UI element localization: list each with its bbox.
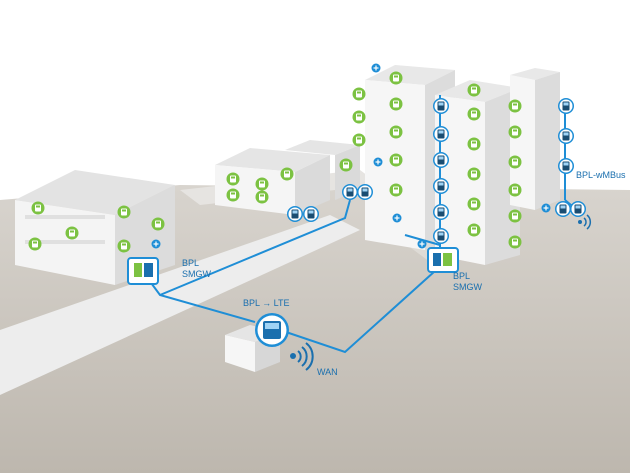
wireless-signal-icon-right [578, 214, 592, 230]
plus-icon [151, 239, 161, 249]
sensor-icon [151, 217, 165, 231]
label-bpl-left: BPL [182, 258, 199, 268]
sensor-icon [467, 197, 481, 211]
sensor-icon [352, 133, 366, 147]
meter-icon [558, 128, 574, 144]
meter-icon [433, 204, 449, 220]
sensor-icon [339, 158, 353, 172]
sensor-icon [280, 167, 294, 181]
sensor-icon [28, 237, 42, 251]
sensor-icon [508, 155, 522, 169]
meter-icon [570, 201, 586, 217]
sensor-icon [467, 167, 481, 181]
sensor-icon [31, 201, 45, 215]
meter-icon [433, 152, 449, 168]
plus-icon [392, 213, 402, 223]
sensor-icon [467, 223, 481, 237]
sensor-icon [467, 83, 481, 97]
meter-icon [555, 201, 571, 217]
sensor-icon [508, 235, 522, 249]
meter-icon [558, 158, 574, 174]
sensor-icon [255, 177, 269, 191]
sensor-icon [467, 107, 481, 121]
lte-gateway [225, 313, 289, 372]
label-bpl-wmbus: BPL-wMBus [576, 170, 626, 180]
sensor-icon [508, 209, 522, 223]
sensor-icon [467, 137, 481, 151]
sensor-icon [389, 153, 403, 167]
sensor-icon [226, 172, 240, 186]
label-bpl-lte: BPL → LTE [243, 298, 290, 308]
sensor-icon [508, 99, 522, 113]
meter-icon [342, 184, 358, 200]
label-bpl-right: BPL [453, 271, 470, 281]
label-wan: WAN [317, 367, 338, 377]
meter-icon [433, 98, 449, 114]
sensor-icon [255, 190, 269, 204]
label-smgw-left: SMGW [182, 269, 212, 279]
plus-icon [417, 239, 427, 249]
sensor-icon [508, 183, 522, 197]
sensor-icon [389, 125, 403, 139]
plus-icon [371, 63, 381, 73]
meter-icon [287, 206, 303, 222]
label-smgw-right: SMGW [453, 282, 483, 292]
sensor-icon [65, 226, 79, 240]
sensor-icon [352, 87, 366, 101]
plus-icon [373, 157, 383, 167]
sensor-icon [226, 188, 240, 202]
sensor-icon [389, 97, 403, 111]
meter-icon [303, 206, 319, 222]
meter-icon [433, 126, 449, 142]
sensor-icon [352, 110, 366, 124]
plus-icon [541, 203, 551, 213]
gateway-right [427, 247, 459, 273]
sensor-icon [117, 239, 131, 253]
meter-icon [558, 98, 574, 114]
sensor-icon [117, 205, 131, 219]
meter-icon [433, 228, 449, 244]
gateway-left [127, 257, 159, 285]
meter-icon [357, 184, 373, 200]
meter-icon [433, 178, 449, 194]
wireless-signal-icon [290, 342, 314, 371]
sensor-icon [389, 71, 403, 85]
sensor-icon [508, 125, 522, 139]
road-diagonal [0, 215, 360, 395]
sensor-icon [389, 183, 403, 197]
